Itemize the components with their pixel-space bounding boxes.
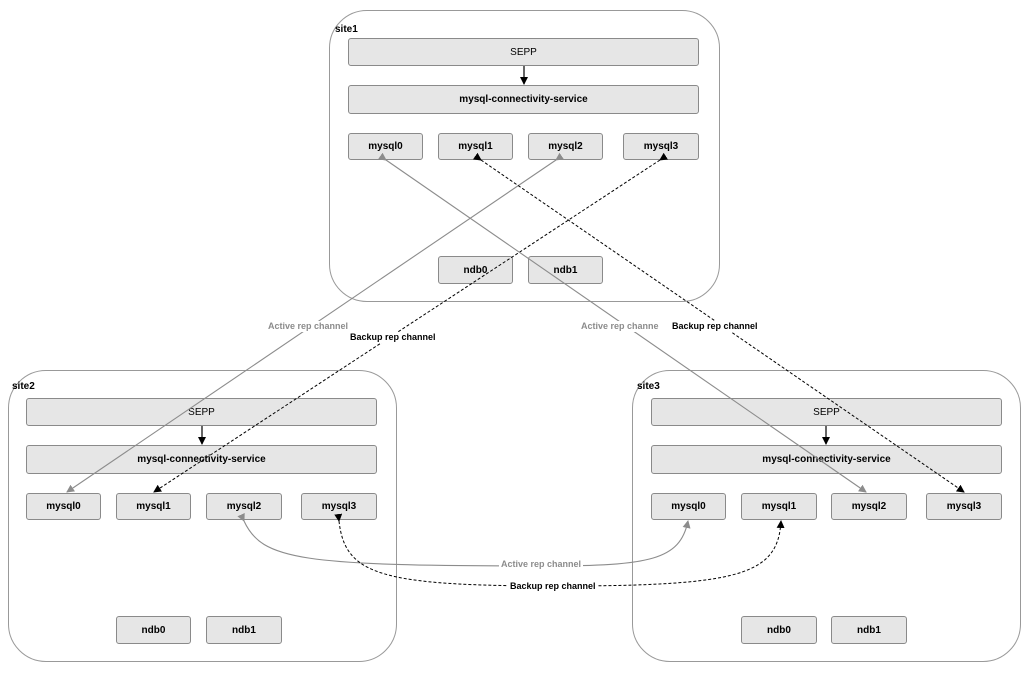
site2-mysql1[interactable]: mysql1 (116, 493, 191, 520)
s2-s3-active-label: Active rep channel (499, 559, 584, 570)
s2-mysql2-s3-mysql0-active (237, 512, 691, 567)
s2-s3-backup-label: Backup rep channel (508, 581, 598, 592)
s1-s3-active-label: Active rep channe (581, 321, 659, 332)
site1-label: site1 (335, 24, 358, 35)
site2-ndb0[interactable]: ndb0 (116, 616, 191, 644)
site2-label: site2 (12, 381, 35, 392)
s1-mysql1-s3-mysql3-backup (472, 152, 965, 493)
s1-s2-active-label: Active rep channel (268, 321, 349, 332)
site3-ndb1[interactable]: ndb1 (831, 616, 907, 644)
site3-mysql3[interactable]: mysql3 (926, 493, 1002, 520)
s1-s3-backup-label: Backup rep channel (672, 321, 758, 332)
site3-ndb0[interactable]: ndb0 (741, 616, 817, 644)
site2-mysql0[interactable]: mysql0 (26, 493, 101, 520)
s2-mysql3-s3-mysql1-backup (334, 513, 785, 587)
site3-mysql2[interactable]: mysql2 (831, 493, 907, 520)
site1-connectivity-service[interactable]: mysql-connectivity-service (348, 85, 699, 114)
s1-s2-backup-label: Backup rep channel (350, 332, 436, 343)
site1-sepp[interactable]: SEPP (348, 38, 699, 66)
site2-ndb1[interactable]: ndb1 (206, 616, 282, 644)
